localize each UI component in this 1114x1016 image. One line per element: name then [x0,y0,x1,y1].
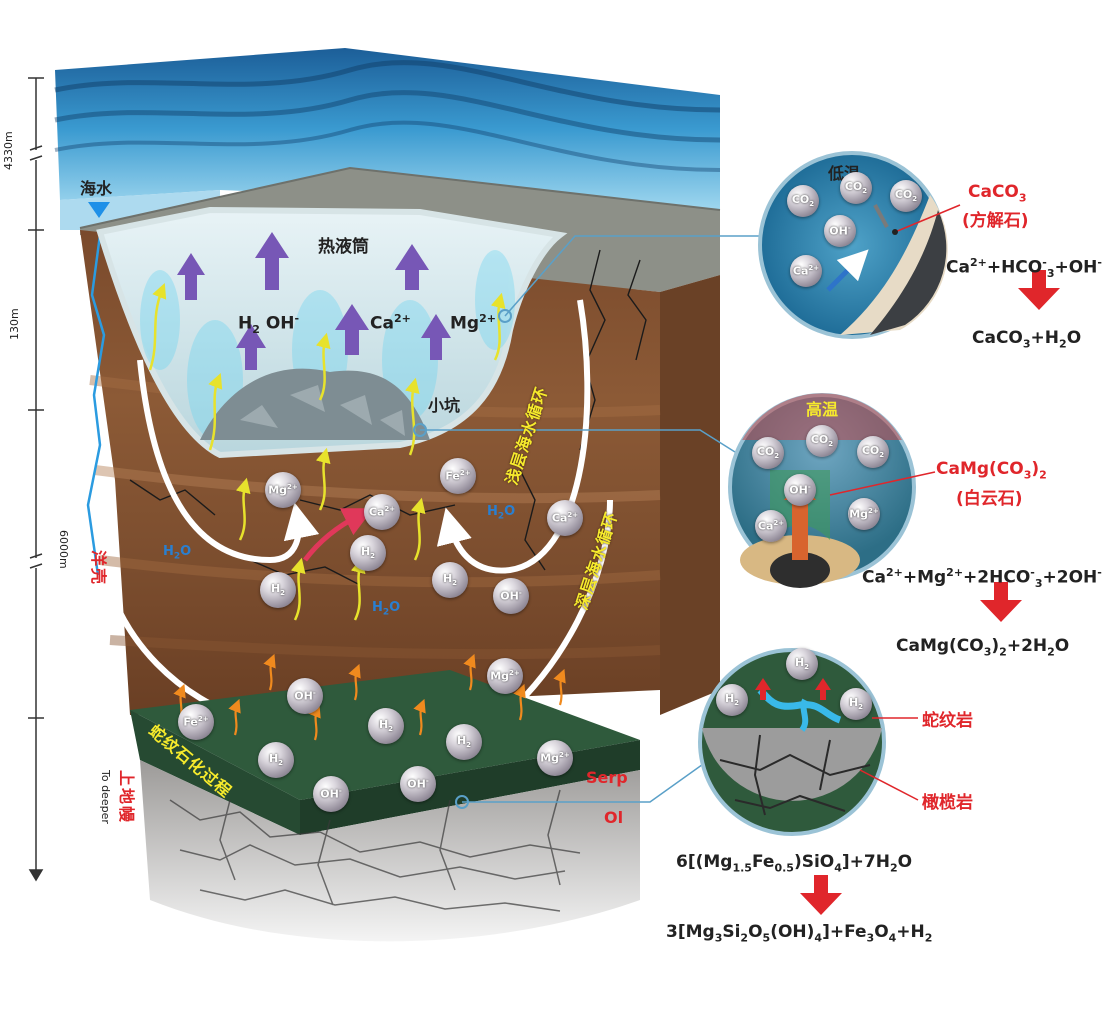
molecule-h2: H2 [840,688,872,720]
peridotite-label: 橄榄岩 [922,793,973,813]
high-eq-reactants: Ca2++Mg2++2HCO-3+2OH- [862,566,1102,591]
red-arrow [303,508,374,562]
tube-species-h2-oh: H2 OH- [238,312,300,337]
water-label: H2O [372,600,401,618]
molecule-h2: H2 [258,742,294,778]
molecule-mg: Mg2+ [487,658,523,694]
molecule-co2: CO2 [806,425,838,457]
molecule-co2: CO2 [857,436,889,468]
molecule-fe: Fe2+ [178,704,214,740]
molecule-co2: CO2 [840,172,872,204]
molecule-co2: CO2 [752,437,784,469]
water-label: H2O [487,504,516,522]
high-eq-products: CaMg(CO3)2+2H2O [896,636,1070,659]
low-eq-reactants: Ca2++HCO-3+OH- [946,256,1102,281]
molecule-oh: OH- [287,678,323,714]
tube-species-ca: Ca2+ [370,312,411,334]
molecule-mg: Mg2+ [848,498,880,530]
molecule-h2: H2 [368,708,404,744]
molecule-h2: H2 [260,572,296,608]
molecule-h2: H2 [786,648,818,680]
pit-label: 小坑 [428,396,461,415]
sea-surface [54,48,721,230]
molecule-fe: Fe2+ [440,458,476,494]
serp-label: Serp [586,768,628,787]
upper-mantle-label: 上地幔 [117,770,136,825]
calcite-name: (方解石) [962,211,1029,231]
molecule-h2: H2 [716,684,748,716]
molecule-ca: Ca2+ [364,494,400,530]
molecule-h2: H2 [432,562,468,598]
water-crack [86,234,106,576]
molecule-co2: CO2 [787,185,819,217]
dolomite-name: (白云石) [956,489,1023,509]
serp-eq-products: 3[Mg3Si2O5(OH)4]+Fe3O4+H2 [666,922,933,945]
to-deeper-label: To deeper [99,770,112,824]
yellow-arrows [148,283,506,621]
molecule-mg: Mg2+ [537,740,573,776]
panel-high-temp [728,393,936,588]
ol-label: Ol [604,808,624,827]
molecule-h2: H2 [350,535,386,571]
molecule-ca: Ca2+ [755,510,787,542]
panel-high-title: 高温 [806,400,839,419]
tube-species-mg: Mg2+ [450,312,496,334]
depth-4330-label: 4330m [2,131,15,170]
molecule-co2: CO2 [890,180,922,212]
molecule-ca: Ca2+ [790,255,822,287]
oceanic-crust-label: 洋壳 [89,550,108,587]
depth-scale [28,77,44,882]
reaction-arrows [800,270,1060,915]
serp-eq-reactants: 6[(Mg1.5Fe0.5)SiO4]+7H2O [676,852,913,875]
peridotite-base [140,760,640,942]
hydrothermal-tube-label: 热液筒 [318,237,369,257]
depth-130-label: 130m [8,308,21,340]
calcite-formula: CaCO3 [968,182,1027,205]
seawater-arrow-icon [88,202,110,218]
seawater-label: 海水 [80,179,113,198]
molecule-oh: OH- [784,474,816,506]
low-eq-products: CaCO3+H2O [972,328,1082,351]
molecule-h2: H2 [446,724,482,760]
molecule-oh: OH- [400,766,436,802]
molecule-oh: OH- [824,215,856,247]
callout-lines [420,235,762,803]
dolomite-formula: CaMg(CO3)2 [936,459,1047,482]
molecule-ca: Ca2+ [547,500,583,536]
water-label: H2O [163,544,192,562]
molecule-mg: Mg2+ [265,472,301,508]
serpentinite-label: 蛇纹岩 [922,711,973,731]
molecule-oh: OH- [313,776,349,812]
depth-6000-label: 6000m [57,530,70,569]
purple-arrows [177,232,451,370]
molecule-oh: OH- [493,578,529,614]
